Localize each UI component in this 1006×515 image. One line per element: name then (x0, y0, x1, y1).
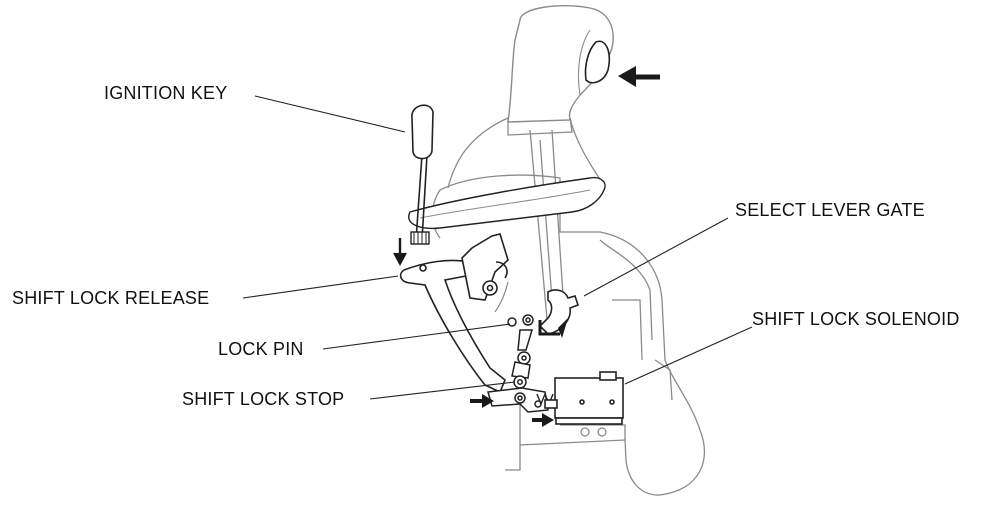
knob-push-arrow-icon (618, 66, 660, 87)
ignition-key (410, 104, 434, 245)
shift-knob (507, 4, 614, 123)
leader-shift-lock-stop (369, 381, 516, 400)
label-select-lever-gate: SELECT LEVER GATE (735, 200, 925, 220)
shift-lock-stop-linkage (487, 387, 549, 413)
lock-pin-assembly (507, 314, 534, 389)
label-ignition-key: IGNITION KEY (104, 83, 228, 103)
detent-plate (461, 233, 509, 313)
leader-lines (242, 95, 753, 400)
label-lock-pin: LOCK PIN (218, 339, 304, 359)
knob-button (584, 40, 611, 84)
shift-lock-solenoid-part (536, 371, 624, 425)
release-direction-arrow-icon (538, 318, 568, 338)
leader-shift-lock-solenoid (624, 326, 753, 385)
label-shift-lock-stop: SHIFT LOCK STOP (182, 389, 345, 409)
leader-shift-lock-release (242, 275, 399, 299)
leader-select-lever-gate (583, 217, 729, 297)
leader-lock-pin (322, 323, 511, 350)
leader-ignition-key (254, 95, 406, 133)
label-shift-lock-release: SHIFT LOCK RELEASE (12, 288, 210, 308)
solenoid-push-arrow-icon (470, 394, 554, 427)
label-shift-lock-solenoid: SHIFT LOCK SOLENOID (752, 309, 960, 329)
shift-boot (447, 117, 603, 189)
console-bezel (408, 176, 606, 230)
push-down-arrow-icon (393, 238, 407, 266)
